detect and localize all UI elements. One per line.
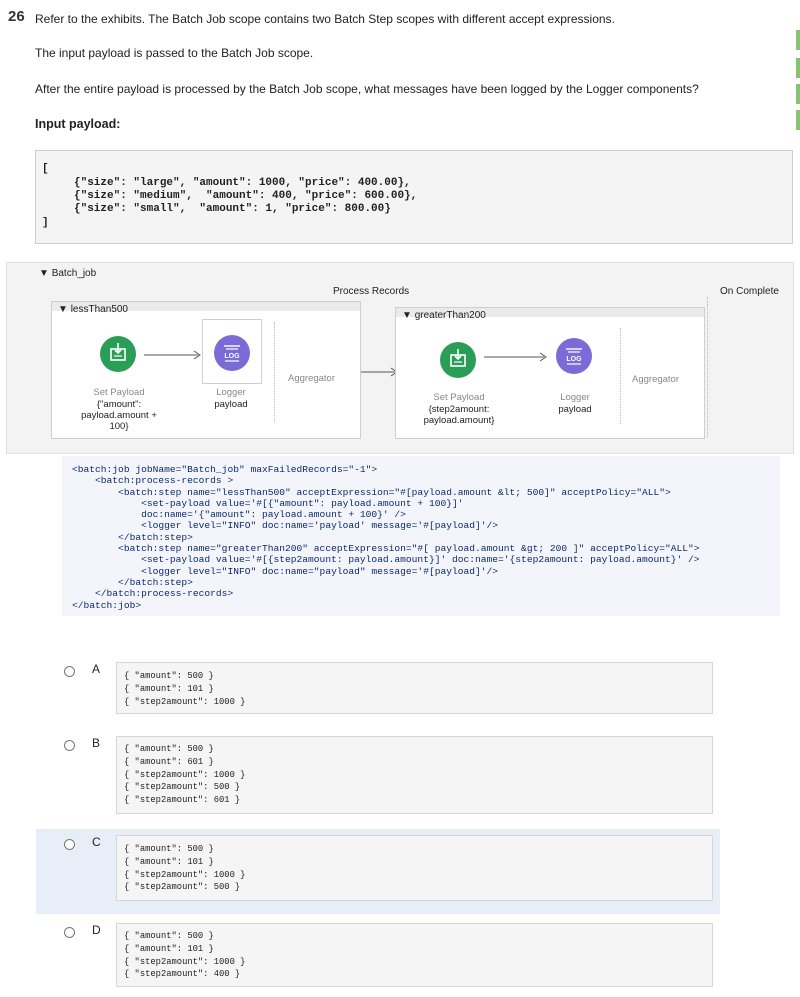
- logger-value: payload: [214, 399, 248, 410]
- option-c[interactable]: C { "amount": 500 } { "amount": 101 } { …: [36, 829, 720, 914]
- accent-strip: [796, 30, 800, 50]
- question-line-3: After the entire payload is processed by…: [35, 82, 699, 96]
- option-letter: C: [92, 835, 101, 849]
- option-c-content: { "amount": 500 } { "amount": 101 } { "s…: [116, 835, 713, 901]
- svg-text:LOG: LOG: [224, 353, 240, 360]
- logger-icon: LOG: [214, 335, 250, 371]
- option-c-radio[interactable]: [64, 839, 75, 850]
- option-d-radio[interactable]: [64, 927, 75, 938]
- option-letter: B: [92, 736, 101, 750]
- input-payload-label: Input payload:: [35, 117, 121, 131]
- logger-value: payload: [558, 404, 592, 415]
- payload-row: {"size": "large", "amount": 1000, "price…: [74, 177, 411, 189]
- logger-title: Logger: [216, 387, 246, 398]
- set-payload-title: Set Payload: [93, 387, 145, 398]
- logger-selected-frame[interactable]: LOG: [202, 319, 262, 384]
- accent-strip: [796, 58, 800, 78]
- option-b-content: { "amount": 500 } { "amount": 601 } { "s…: [116, 736, 713, 814]
- option-b-radio[interactable]: [64, 740, 75, 751]
- option-letter: A: [92, 662, 101, 676]
- xml-code: <batch:job jobName="Batch_job" maxFailed…: [72, 464, 700, 611]
- payload-open-bracket: [: [42, 163, 49, 175]
- batch-step-greater-than-200[interactable]: ▼ greaterThan200 LOG Set Payload {step2a…: [395, 307, 705, 439]
- option-a[interactable]: A { "amount": 500 } { "amount": 101 } { …: [36, 656, 720, 720]
- logger-title: Logger: [560, 392, 590, 403]
- payload-row: {"size": "medium", "amount": 400, "price…: [74, 190, 418, 202]
- aggregator-label: Aggregator: [632, 374, 680, 385]
- set-payload-icon[interactable]: [440, 342, 476, 378]
- option-a-radio[interactable]: [64, 666, 75, 677]
- question-line-2: The input payload is passed to the Batch…: [35, 46, 314, 60]
- set-payload-title: Set Payload: [433, 392, 485, 403]
- arrow-icon: [144, 350, 201, 360]
- aggregator-label: Aggregator: [288, 373, 336, 384]
- set-payload-value: {step2amount: payload.amount}: [423, 404, 495, 426]
- option-b[interactable]: B { "amount": 500 } { "amount": 601 } { …: [36, 730, 720, 820]
- logger-icon[interactable]: LOG: [556, 338, 592, 374]
- step-name: ▼ greaterThan200: [402, 310, 486, 321]
- step-name: ▼ lessThan500: [58, 304, 128, 315]
- svg-text:LOG: LOG: [566, 356, 582, 363]
- option-letter: D: [92, 923, 101, 937]
- batch-step-less-than-500[interactable]: ▼ lessThan500 LOG Set Payload {"amount":…: [51, 301, 361, 439]
- option-a-content: { "amount": 500 } { "amount": 101 } { "s…: [116, 662, 713, 714]
- payload-row: {"size": "small", "amount": 1, "price": …: [74, 203, 391, 215]
- batch-job-title[interactable]: ▼ Batch_job: [39, 268, 97, 279]
- divider: [274, 322, 275, 422]
- arrow-icon: [484, 352, 547, 362]
- collapse-triangle-icon: ▼: [58, 304, 68, 315]
- batch-flow-diagram: ▼ Batch_job Process Records On Complete …: [6, 262, 794, 454]
- input-payload-box: [ {"size": "large", "amount": 1000, "pri…: [35, 150, 793, 244]
- question-intro: Refer to the exhibits. The Batch Job sco…: [35, 12, 615, 26]
- divider: [620, 328, 621, 424]
- question-number: 26: [8, 8, 25, 25]
- process-records-label: Process Records: [333, 286, 410, 297]
- on-complete-label: On Complete: [720, 286, 779, 297]
- option-d-content: { "amount": 500 } { "amount": 101 } { "s…: [116, 923, 713, 987]
- accent-strip: [796, 110, 800, 130]
- divider: [707, 297, 708, 437]
- xml-code-block: <batch:job jobName="Batch_job" maxFailed…: [62, 456, 780, 616]
- set-payload-value: {"amount": payload.amount + 100}: [81, 399, 157, 432]
- accent-strip: [796, 84, 800, 104]
- collapse-triangle-icon: ▼: [402, 310, 412, 321]
- collapse-triangle-icon: ▼: [39, 268, 49, 279]
- set-payload-icon[interactable]: [100, 336, 136, 372]
- payload-close-bracket: ]: [42, 217, 49, 229]
- option-d[interactable]: D { "amount": 500 } { "amount": 101 } { …: [36, 917, 720, 991]
